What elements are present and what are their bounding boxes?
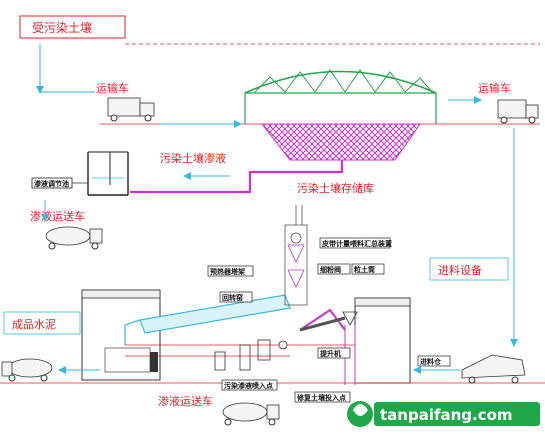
kiln-building-right [354,297,411,384]
belt-feeder-callout: 皮带计量喂料汇总装置 [319,237,392,249]
soil-inlet-label: 修复土壤投入点 [296,393,346,402]
leachate-label: 污染土壤渗液 [160,151,226,165]
watermark: tanpaifang.com [347,401,540,427]
leachate-pipe [130,160,344,194]
feed-equipment-label: 进料设备 [438,263,482,277]
preheater-tower-callout: 预热器塔架 [207,265,254,277]
preheater-tower-label: 预热器塔架 [210,267,245,276]
preheater-tower [284,205,308,306]
leachate-pool-label: 渗液调节池 [34,179,69,188]
watermark-text: tanpaifang.com [380,406,513,424]
riser-callout: 回转窑 [219,291,253,303]
truck-top-right-label: 运输车 [478,81,511,95]
kiln-building-left [81,289,161,381]
contaminated-soil-label: 受污染土壤 [32,20,92,35]
leachate-inlet-callout: 污染渗液喷入点 [221,379,278,391]
feed-bin-label: 进料仓 [420,357,442,366]
leachate-truck-top-icon [45,226,103,250]
elevator-callout: 提升机 [317,347,351,359]
truck-top-right-icon [497,99,539,124]
storage-label: 污染土壤存储库 [297,181,374,195]
rotary-kiln [124,294,291,345]
leachate-truck-bottom-icon [222,402,280,426]
leachate-pool [87,151,129,196]
soil-inlet-callout: 修复土壤投入点 [294,391,351,403]
soil-bin-label: 粒土筒 [354,265,375,274]
crusher-callout: 细粉阀 [317,263,351,275]
feed-bin-callout: 进料仓 [417,355,451,367]
cement-truck-icon [1,358,53,382]
storage-dome [244,69,437,161]
truck-top-left-icon [107,97,155,122]
leachate-inlet-label: 污染渗液喷入点 [224,381,273,390]
soil-feed-pipe [299,308,346,331]
elevator-label: 提升机 [319,349,341,358]
belt-feeder-label: 皮带计量喂料汇总装置 [321,239,392,248]
riser-label: 回转窑 [222,293,243,302]
leachate-truck-top-label: 渗液运送车 [30,209,85,223]
crusher-label: 细粉阀 [320,265,341,274]
cement-label: 成品水泥 [12,318,56,331]
contaminated-soil-box: 受污染土壤 [19,15,126,39]
truck-top-left-label: 运输车 [96,81,129,95]
soil-bin-callout: 粒土筒 [351,263,385,275]
delivery-truck-right-icon [461,354,526,384]
leachate-truck-bottom-label: 渗液运送车 [158,394,213,408]
